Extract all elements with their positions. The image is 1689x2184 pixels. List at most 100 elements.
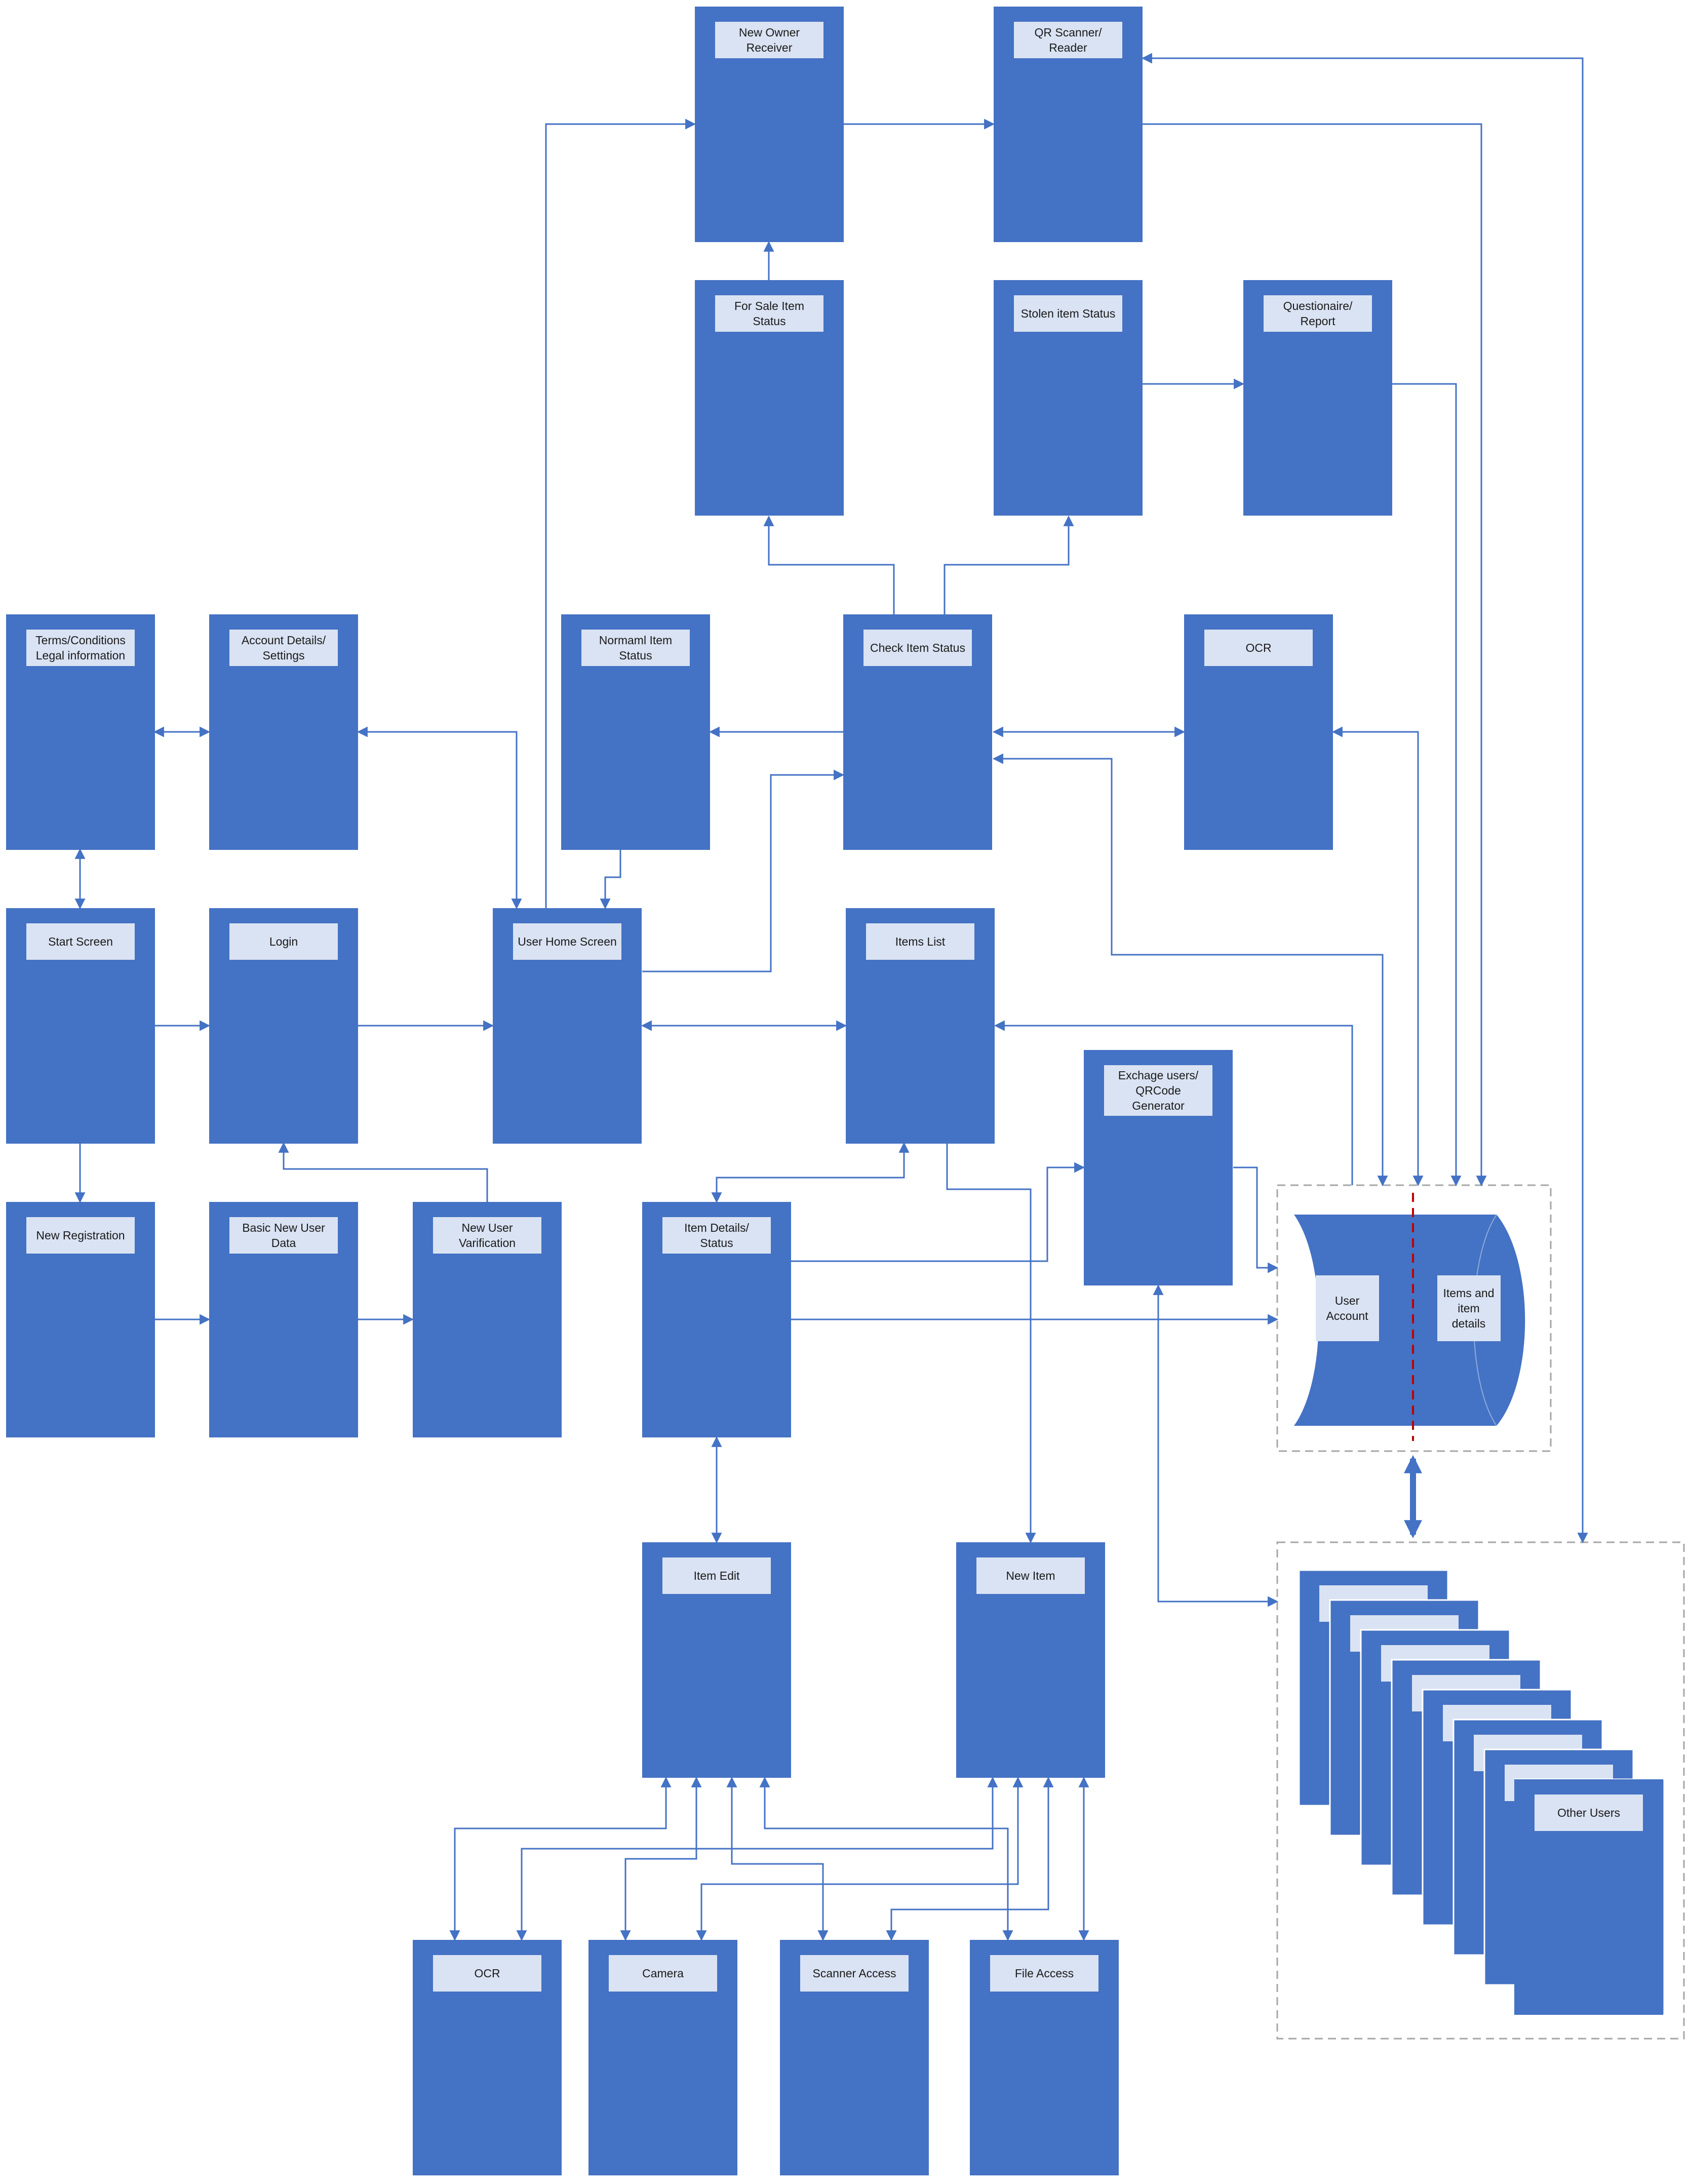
new-registration-label-box [26,1217,135,1254]
node-item-edit: Item Edit [642,1542,791,1778]
connector-check-to-stolen [944,515,1074,614]
node-check-item-status: Check Item Status [843,614,992,850]
node-scanner-access: Scanner Access [780,1940,929,2175]
new-item-label-box [976,1557,1085,1594]
node-qr-scanner-reader: QR Scanner/Reader [994,7,1143,242]
ocr-top-label-box [1204,630,1313,666]
connector-items-list-to-new-item [946,1143,1036,1544]
node-start-screen: Start Screen [6,908,155,1144]
item-edit-label: Item Edit [694,1569,740,1582]
connector-scanner-new-item [886,1776,1054,1941]
account-details-settings-label: Account Details/Settings [242,634,326,662]
connector-exchange-to-database [1233,1166,1279,1273]
connector-questionaire-to-database [1392,383,1462,1187]
connector-check-to-for-sale [763,515,895,614]
items-and-item-details-label [1437,1275,1501,1341]
connector-ocr-database [1331,726,1424,1187]
item-edit-label-box [662,1557,771,1594]
user-home-screen-label: User Home Screen [518,935,617,948]
connector-camera-new-item [696,1776,1024,1941]
connector-home-to-new-owner [545,119,696,908]
scanner-access-label-box [800,1955,909,1992]
login-label: Login [269,935,298,948]
check-item-status-label-box [863,630,972,666]
start-screen-label-box [26,923,135,960]
other-users-label: Other Users [1557,1806,1620,1819]
node-camera: Camera [588,1940,737,2175]
user-home-screen-label-box [513,923,621,960]
stolen-item-status-label: Stolen item Status [1021,307,1116,320]
node-stolen-item-status: Stolen item Status [994,280,1143,516]
connector-item-details-to-exchange [791,1162,1085,1262]
node-item-details-status: Item Details/Status [642,1202,791,1437]
connectors [74,53,1588,1941]
normal-item-status-label-box [581,630,690,666]
item-details-status-label-box [662,1217,771,1254]
new-user-verification-label-box [433,1217,541,1254]
connector-file-item-edit [759,1776,1013,1941]
user-account-label [1316,1275,1379,1341]
connector-exchange-other-users [1153,1284,1279,1607]
login-label-box [229,923,338,960]
questionaire-report-label-box [1264,295,1372,332]
connector-verification-to-login [278,1142,488,1202]
start-screen-label: Start Screen [48,935,113,948]
item-details-status-label: Item Details/Status [684,1221,749,1250]
node-new-registration: New Registration [6,1202,155,1437]
node-ocr-bottom: OCR [413,1940,562,2175]
qr-scanner-reader-label: QR Scanner/Reader [1035,26,1103,54]
node-ocr-top: OCR [1184,614,1333,850]
node-file-access: File Access [970,1940,1119,2175]
items-list-label: Items List [895,935,946,948]
stolen-item-status-label-box [1014,295,1122,332]
ocr-top-label: OCR [1245,641,1271,654]
exchange-users-qrcode-label-box [1104,1065,1212,1116]
file-access-label: File Access [1015,1967,1074,1980]
node-new-item: New Item [956,1542,1105,1778]
other-users-label-box [1535,1795,1643,1831]
ocr-bottom-label-box [433,1955,541,1992]
new-item-label: New Item [1006,1569,1055,1582]
connector-account-home [357,726,522,910]
questionaire-report-label: Questionaire/Report [1283,299,1353,328]
node-items-list: Items List [846,908,995,1144]
connector-database-to-items-list [994,1020,1353,1185]
new-registration-label: New Registration [36,1229,125,1242]
connector-camera-item-edit [620,1776,702,1941]
basic-new-user-data-label-box [229,1217,338,1254]
camera-label: Camera [642,1967,684,1980]
check-item-status-label: Check Item Status [870,641,965,654]
node-user-home-screen: User Home Screen [493,908,642,1144]
connector-ocr-new-item [516,1776,998,1941]
file-access-label-box [990,1955,1098,1992]
connector-items-list-item-details [711,1142,910,1203]
connector-normal-to-home [600,849,621,910]
account-details-settings-label-box [229,630,338,666]
node-questionaire-report: Questionaire/Report [1243,280,1392,516]
node-login: Login [209,908,358,1144]
new-owner-receiver-label-box [715,22,823,58]
terms-conditions-label-box [26,630,135,666]
node-other-users: Other Users [1514,1779,1663,2015]
ocr-bottom-label: OCR [474,1967,500,1980]
camera-label-box [609,1955,717,1992]
node-account-details-settings: Account Details/Settings [209,614,358,850]
connector-other-users-to-qr [1141,53,1588,1544]
scanner-access-label: Scanner Access [813,1967,896,1980]
